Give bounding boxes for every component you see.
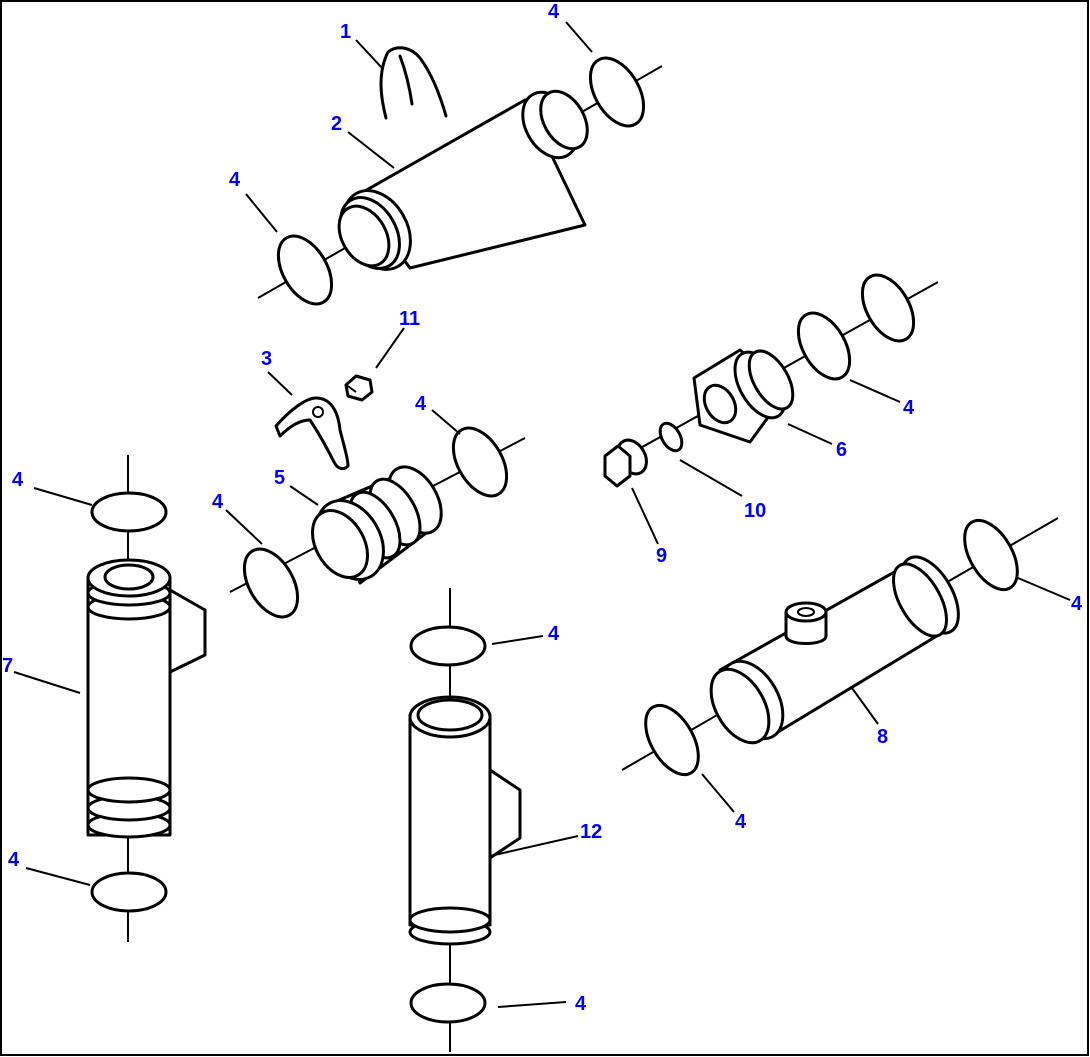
callout-4: 4: [548, 1, 560, 23]
callout-leaders: [13, 21, 1071, 1008]
callout-7: 7: [2, 655, 13, 677]
part-7-tee-tube: [86, 455, 207, 942]
callout-5: 5: [274, 467, 285, 489]
part-12-tee-tube: [408, 588, 522, 1052]
part-5-spool: [229, 437, 526, 593]
callout-4: 4: [415, 393, 427, 415]
callout-1: 1: [340, 21, 351, 43]
part-6-plug: [609, 281, 939, 466]
part-2-tube: [257, 65, 663, 299]
part-4-o-ring: [860, 273, 916, 343]
callout-10: 10: [744, 500, 766, 522]
bracket-hole: [312, 406, 324, 418]
part-1-clip: [379, 46, 448, 120]
callout-4: 4: [575, 993, 587, 1015]
callout-3: 3: [261, 348, 272, 370]
part-4-o-ring: [276, 234, 334, 306]
callout-4: 4: [8, 849, 20, 871]
part-10-small-o-ring: [658, 421, 684, 453]
part-4-o-ring: [242, 547, 300, 619]
part-11-bolt: [344, 374, 374, 402]
part-4-o-ring: [90, 491, 168, 533]
part-9-plug-fitting: [603, 438, 648, 488]
callout-labels: 1 2 3 4 4 4 4 4 4 4 4 4 4 4 5 6 7 8 9 10…: [2, 1, 1083, 1015]
callout-6: 6: [836, 439, 847, 461]
part-4-o-ring: [451, 426, 509, 498]
callout-4: 4: [903, 397, 915, 419]
part-3-bracket: [274, 396, 350, 471]
callout-8: 8: [877, 726, 888, 748]
part-4-o-ring: [644, 703, 700, 777]
callout-4: 4: [229, 169, 241, 191]
callout-11: 11: [399, 308, 420, 330]
part-8-tube-with-port: [621, 517, 1059, 771]
part-4-o-ring: [90, 871, 168, 913]
callout-4: 4: [212, 491, 224, 513]
callout-4: 4: [12, 469, 24, 491]
callout-2: 2: [331, 113, 342, 135]
callout-4: 4: [1071, 593, 1083, 615]
part-4-o-ring: [963, 518, 1019, 592]
callout-4: 4: [548, 623, 560, 645]
callout-4: 4: [735, 811, 747, 833]
part-4-o-ring: [588, 56, 646, 128]
part-4-o-ring: [796, 311, 852, 381]
callout-12: 12: [580, 821, 602, 843]
part-4-o-ring: [409, 625, 487, 667]
callout-9: 9: [656, 545, 667, 567]
part-4-o-ring: [409, 982, 487, 1024]
